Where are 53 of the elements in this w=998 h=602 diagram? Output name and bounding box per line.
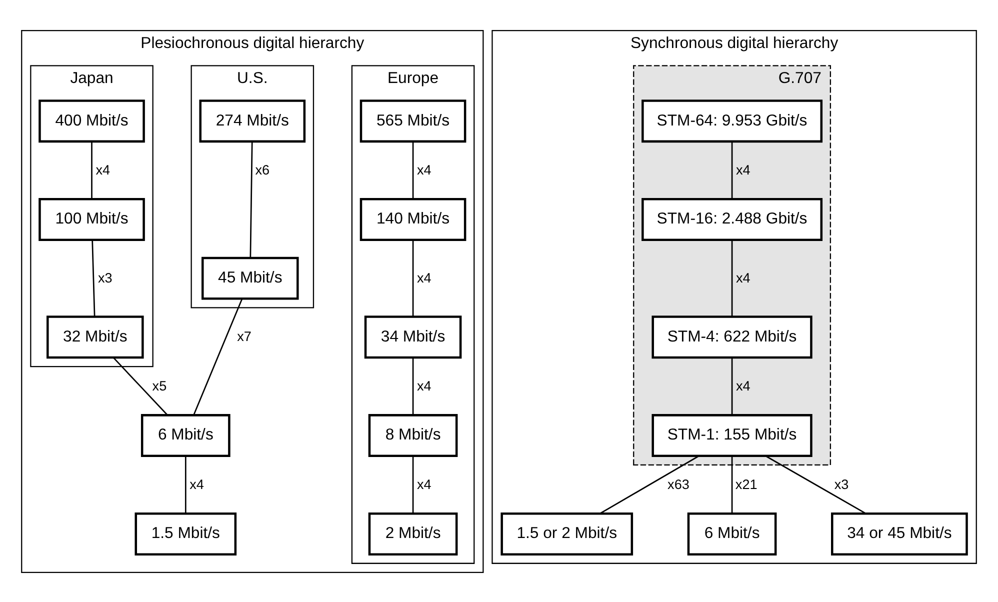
node-box: 6 Mbit/s [687,512,777,555]
edge-label: x6 [255,162,270,177]
node-box: 8 Mbit/s [368,414,458,457]
node-box: 140 Mbit/s [360,198,466,240]
connector [412,357,414,414]
connector [112,356,168,415]
connector [193,298,243,415]
node-box: 100 Mbit/s [38,198,145,240]
edge-label: x5 [152,378,167,393]
edge-label: x21 [735,476,758,492]
connector [412,141,414,198]
connector [412,240,414,316]
connector [92,240,96,316]
edge-label: x4 [416,476,432,492]
node-box: 34 Mbit/s [364,315,462,358]
edge-label: x3 [834,476,849,492]
connector [731,357,733,414]
connector [731,456,733,513]
edge-label: x3 [98,270,112,285]
connector [731,240,733,316]
cluster [633,64,832,466]
node-box: 2 Mbit/s [368,512,458,555]
edge-label: x63 [668,476,690,492]
node-box: STM-16: 2.488 Gbit/s [642,198,823,240]
edge-label: x4 [416,270,432,285]
node-box: 1.5 or 2 Mbit/s [500,512,634,555]
edge-label: x4 [416,162,432,177]
node-box: 34 or 45 Mbit/s [831,512,968,555]
edge-label: x4 [190,476,204,492]
edge-label: x4 [736,162,750,177]
node-box: 45 Mbit/s [202,256,299,300]
edge-label: x4 [736,378,750,393]
connector [412,456,414,513]
edge-label: x4 [736,270,750,285]
connector [184,456,186,513]
node-box: 1.5 Mbit/s [134,512,237,555]
edge-label: x4 [96,162,110,177]
edge-label: x7 [237,328,252,344]
connector [766,455,866,514]
connector [731,141,733,198]
node-box: 400 Mbit/s [38,99,145,142]
connector [91,141,92,198]
connector [600,455,699,514]
node-box: STM-4: 622 Mbit/s [652,315,812,358]
node-box: 6 Mbit/s [140,414,230,457]
node-box: STM-64: 9.953 Gbit/s [642,99,823,142]
connector [250,141,253,258]
node-box: 274 Mbit/s [199,99,306,142]
edge-label: x4 [416,378,432,393]
node-box: STM-1: 155 Mbit/s [652,414,812,457]
node-box: 565 Mbit/s [360,99,466,142]
node-label: G.707 [778,69,822,86]
node-box: 32 Mbit/s [46,315,144,358]
